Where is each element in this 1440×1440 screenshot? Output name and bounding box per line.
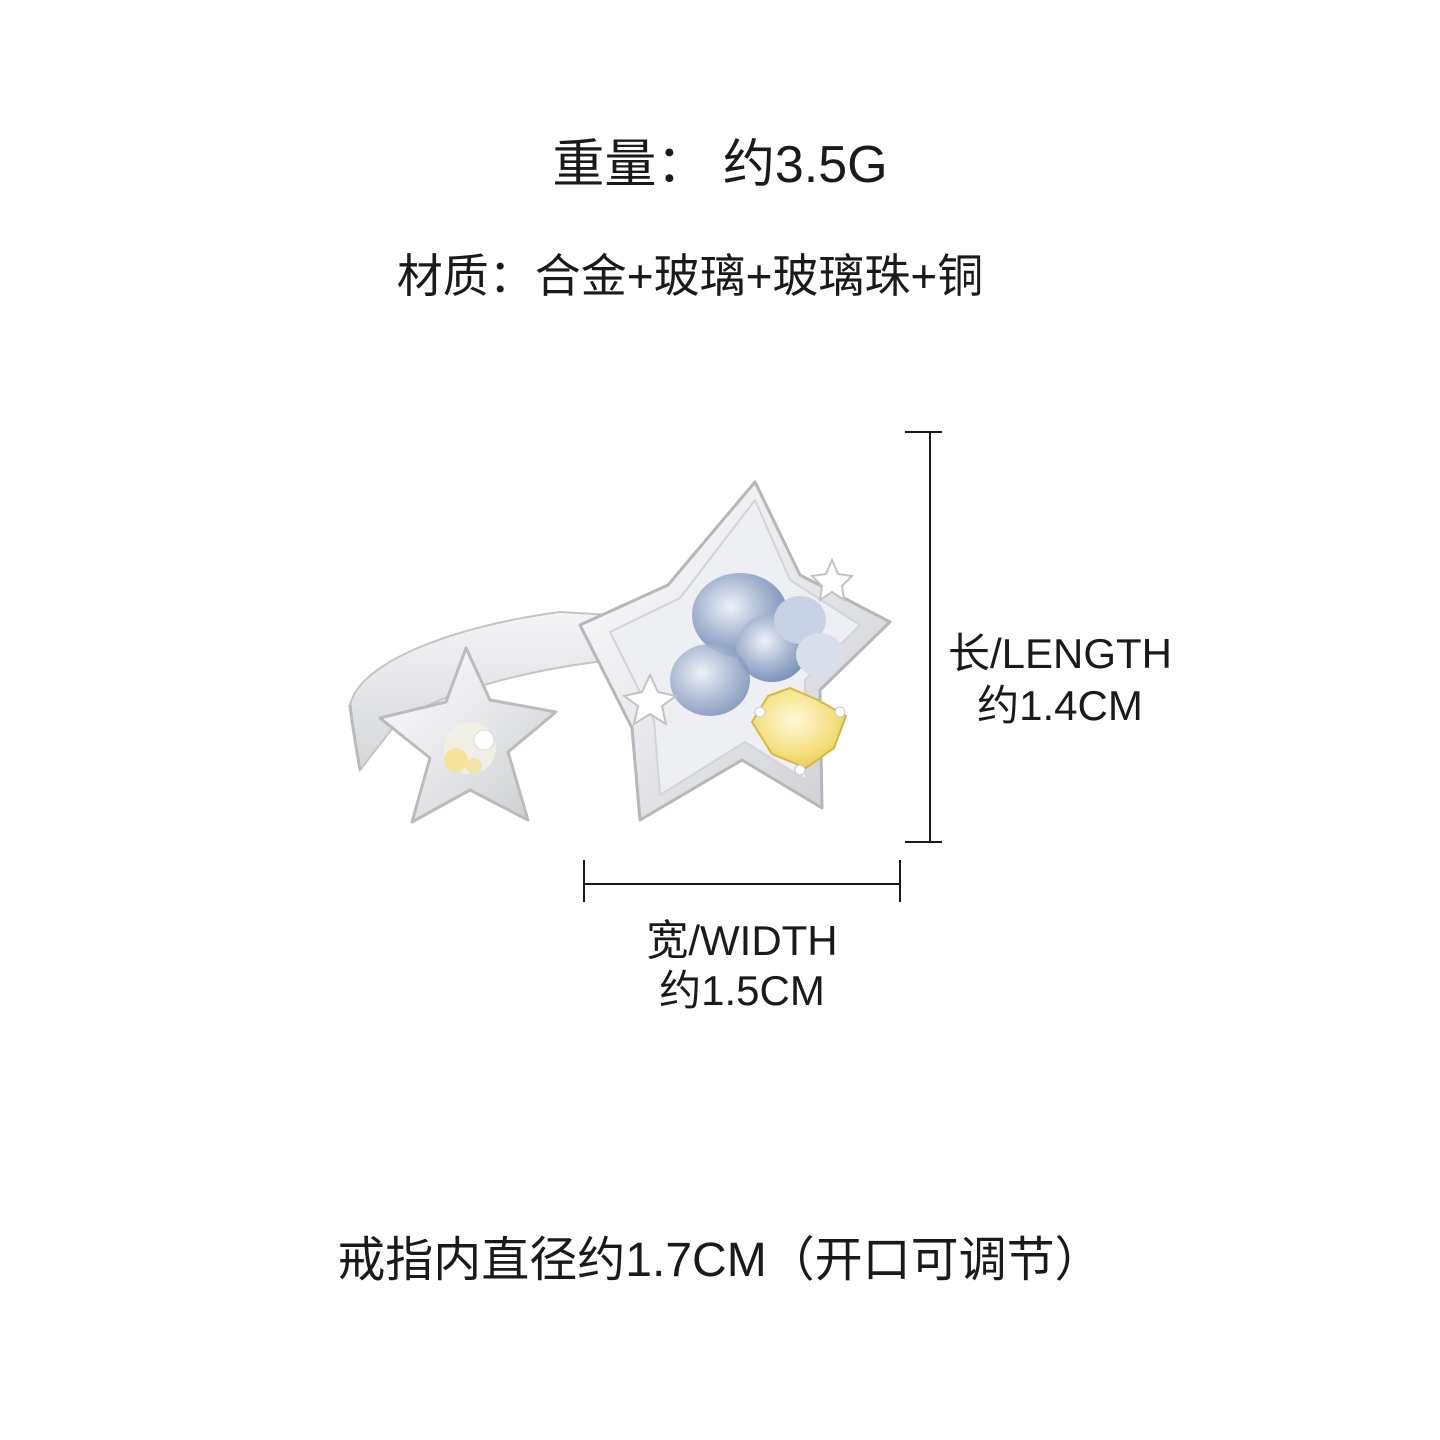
large-star-charm: [578, 480, 892, 822]
small-star-charm: [378, 646, 558, 824]
weight-spec: 重量： 约3.5G: [552, 136, 888, 194]
width-label: 宽/WIDTH: [646, 917, 838, 964]
length-label: 长/LENGTH: [947, 630, 1173, 677]
length-measure-line: [905, 431, 942, 843]
inner-diameter-spec: 戒指内直径约1.7CM（开口可调节）: [337, 1234, 1103, 1287]
width-value: 约1.5CM: [659, 967, 825, 1014]
length-value: 约1.4CM: [977, 682, 1143, 729]
width-measure-line: [583, 860, 901, 902]
material-spec: 材质：合金+玻璃+玻璃珠+铜: [396, 250, 984, 302]
